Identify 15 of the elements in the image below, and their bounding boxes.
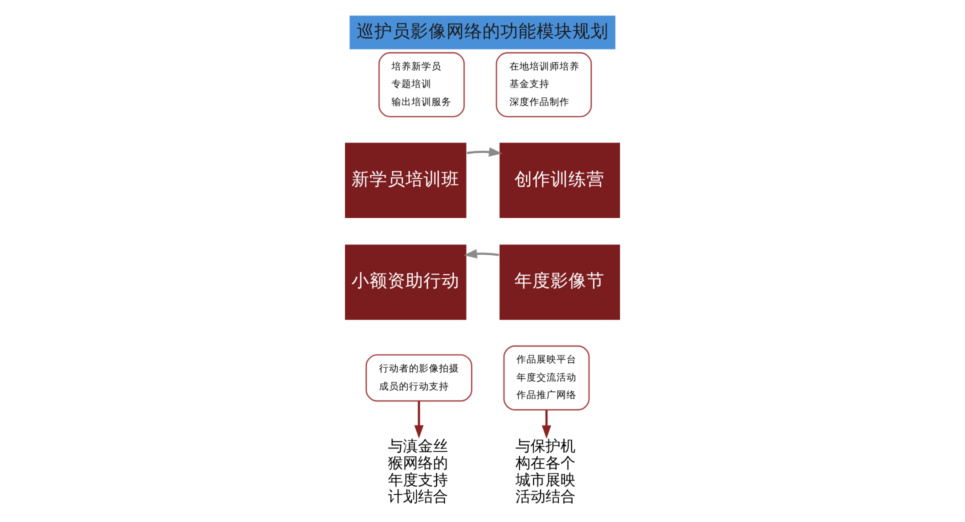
arrow: [542, 410, 552, 439]
diagram-title: 巡护员影像网络的功能模块规划: [356, 22, 609, 42]
node-box: 作品展映平台 年度交流活动 作品推广网络: [503, 345, 590, 410]
node-box: 创作训练营: [498, 142, 621, 219]
arrow: [464, 249, 500, 258]
node-box: 行动者的影像拍摄 成员的行动支持: [366, 354, 472, 402]
node-text: 与滇金丝猴网络的年度支持计划结合: [388, 437, 448, 506]
node-box: 年度影像节: [498, 244, 621, 321]
arrow: [414, 401, 424, 439]
node-box: 新学员培训班: [344, 142, 468, 219]
node-box: 在地培训师培养 基金支持 深度作品制作: [496, 52, 592, 118]
arrow: [466, 147, 502, 157]
node-box: 培养新学员 专题培训 输出培训服务: [378, 52, 465, 118]
node-text: 与保护机构在各个城市展映活动结合: [515, 437, 576, 506]
node-box: 小额资助行动: [344, 244, 468, 321]
